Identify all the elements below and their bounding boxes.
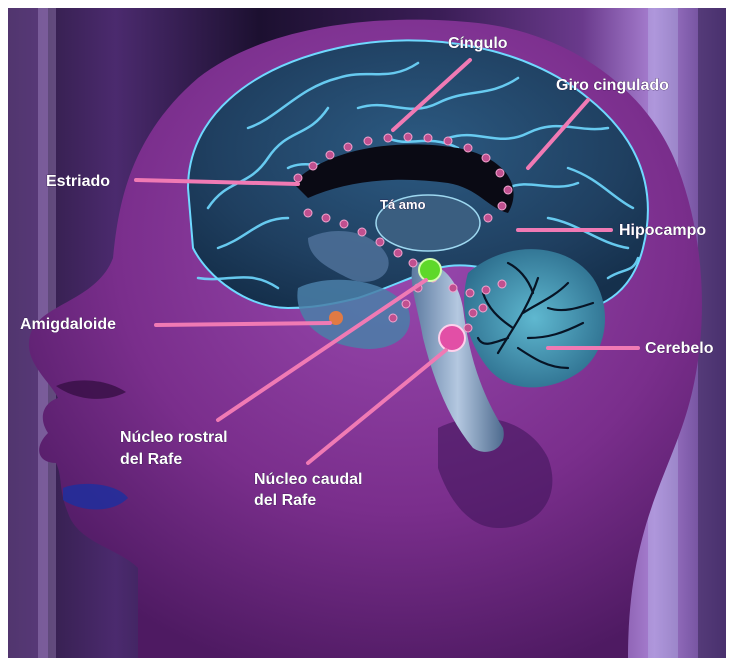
rostral-raphe-nucleus — [419, 259, 441, 281]
background-streak — [698, 8, 726, 658]
label-giro-cingulado: Giro cingulado — [556, 77, 669, 94]
label-nucleo-caudal-line1: Núcleo caudal — [254, 471, 362, 488]
label-hipocampo: Hipocampo — [619, 222, 706, 239]
label-amigdaloide: Amigdaloide — [20, 316, 116, 333]
label-talamo: Tá amo — [380, 197, 426, 212]
label-nucleo-caudal-line2: del Rafe — [254, 492, 316, 509]
label-nucleo-rostral-line1: Núcleo rostral — [120, 429, 228, 446]
label-nucleo-rostral-line2: del Rafe — [120, 451, 182, 468]
label-cerebelo: Cerebelo — [645, 340, 714, 357]
caudal-raphe-nucleus — [439, 325, 465, 351]
label-estriado: Estriado — [46, 173, 110, 190]
brain-diagram: Cíngulo Giro cingulado Estriado Tá amo H… — [8, 8, 726, 658]
diagram-frame: Cíngulo Giro cingulado Estriado Tá amo H… — [8, 8, 726, 658]
label-cingulo: Cíngulo — [448, 35, 508, 52]
